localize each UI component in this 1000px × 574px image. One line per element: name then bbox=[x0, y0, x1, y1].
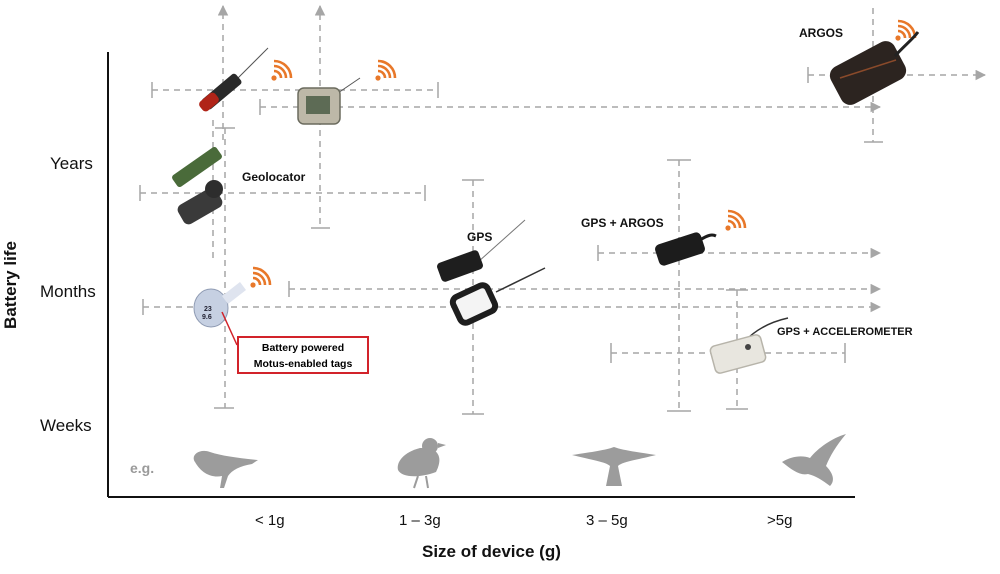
radio-icon bbox=[374, 59, 397, 82]
motus-tag-antenna-device bbox=[199, 47, 269, 112]
argos-label: ARGOS bbox=[799, 26, 844, 40]
y-level-years: Years bbox=[50, 154, 93, 173]
x-axis-title: Size of device (g) bbox=[422, 542, 561, 561]
radio-icon bbox=[724, 209, 747, 232]
soaring-bird-silhouette bbox=[572, 447, 656, 486]
songbird-silhouette bbox=[397, 438, 446, 489]
gps-tag-device bbox=[437, 219, 546, 326]
geolocator-label: Geolocator bbox=[242, 170, 306, 184]
radio-icon bbox=[270, 59, 293, 82]
motus-tag-board-device bbox=[297, 77, 361, 125]
svg-text:9.6: 9.6 bbox=[202, 314, 212, 321]
gps-argos-tag-device bbox=[655, 232, 717, 266]
callout-connector bbox=[221, 311, 238, 346]
geolocator-device bbox=[172, 146, 223, 225]
motus-callout-box: Battery powered Motus-enabled tags bbox=[237, 336, 369, 374]
battery-motus-tag-device: 23 9.6 bbox=[193, 282, 246, 328]
battery-tag-label: 23 bbox=[204, 306, 212, 313]
x-category-lt1g: < 1g bbox=[255, 512, 285, 529]
y-axis-title: Battery life bbox=[0, 241, 20, 329]
x-category-1-3g: 1 – 3g bbox=[399, 512, 441, 529]
gps-label: GPS bbox=[467, 230, 493, 244]
x-category-3-5g: 3 – 5g bbox=[586, 512, 628, 529]
radio-icon bbox=[249, 266, 272, 289]
gps-accelerometer-label: GPS + ACCELEROMETER bbox=[777, 326, 913, 338]
y-level-weeks: Weeks bbox=[40, 416, 92, 435]
argos-tag-device bbox=[829, 31, 920, 105]
y-level-months: Months bbox=[40, 282, 96, 301]
small-bird-silhouette bbox=[193, 450, 258, 488]
gps-argos-label: GPS + ARGOS bbox=[581, 216, 664, 230]
x-category-gt5g: >5g bbox=[767, 512, 793, 529]
callout-line-2: Motus-enabled tags bbox=[253, 358, 353, 370]
raptor-silhouette bbox=[782, 434, 846, 486]
callout-line-1: Battery powered bbox=[261, 342, 345, 354]
gps-accelerometer-tag-device bbox=[709, 317, 789, 374]
example-label: e.g. bbox=[130, 460, 155, 476]
